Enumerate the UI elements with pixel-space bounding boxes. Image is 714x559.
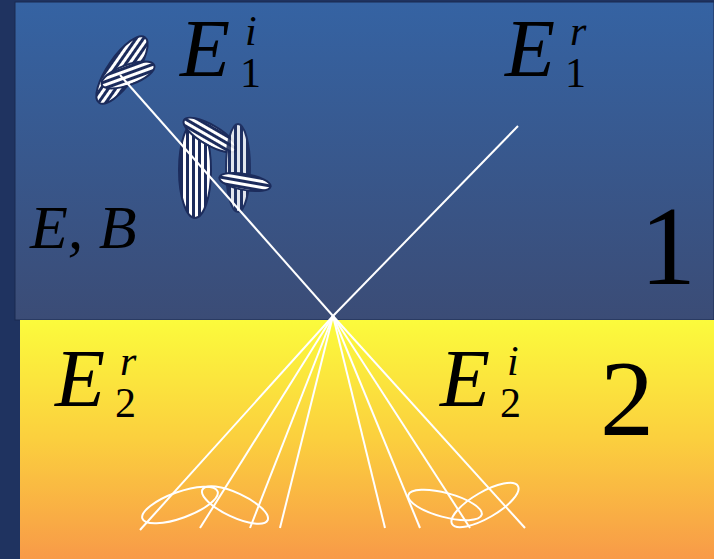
subscript: 2 <box>500 382 521 424</box>
superscript: r <box>120 340 136 382</box>
subscript: 2 <box>115 382 136 424</box>
subscript: 1 <box>565 52 586 94</box>
field-label: E, B <box>30 196 137 258</box>
superscript: r <box>570 10 586 52</box>
field-symbol: E <box>440 338 490 420</box>
medium-number: 1 <box>640 190 696 302</box>
field-symbol: E <box>55 338 105 420</box>
subscript: 1 <box>240 52 261 94</box>
field-symbol: E <box>180 8 230 90</box>
medium-number: 2 <box>600 345 654 453</box>
field-symbol: E <box>505 8 555 90</box>
superscript: i <box>507 340 519 382</box>
superscript: i <box>245 10 257 52</box>
